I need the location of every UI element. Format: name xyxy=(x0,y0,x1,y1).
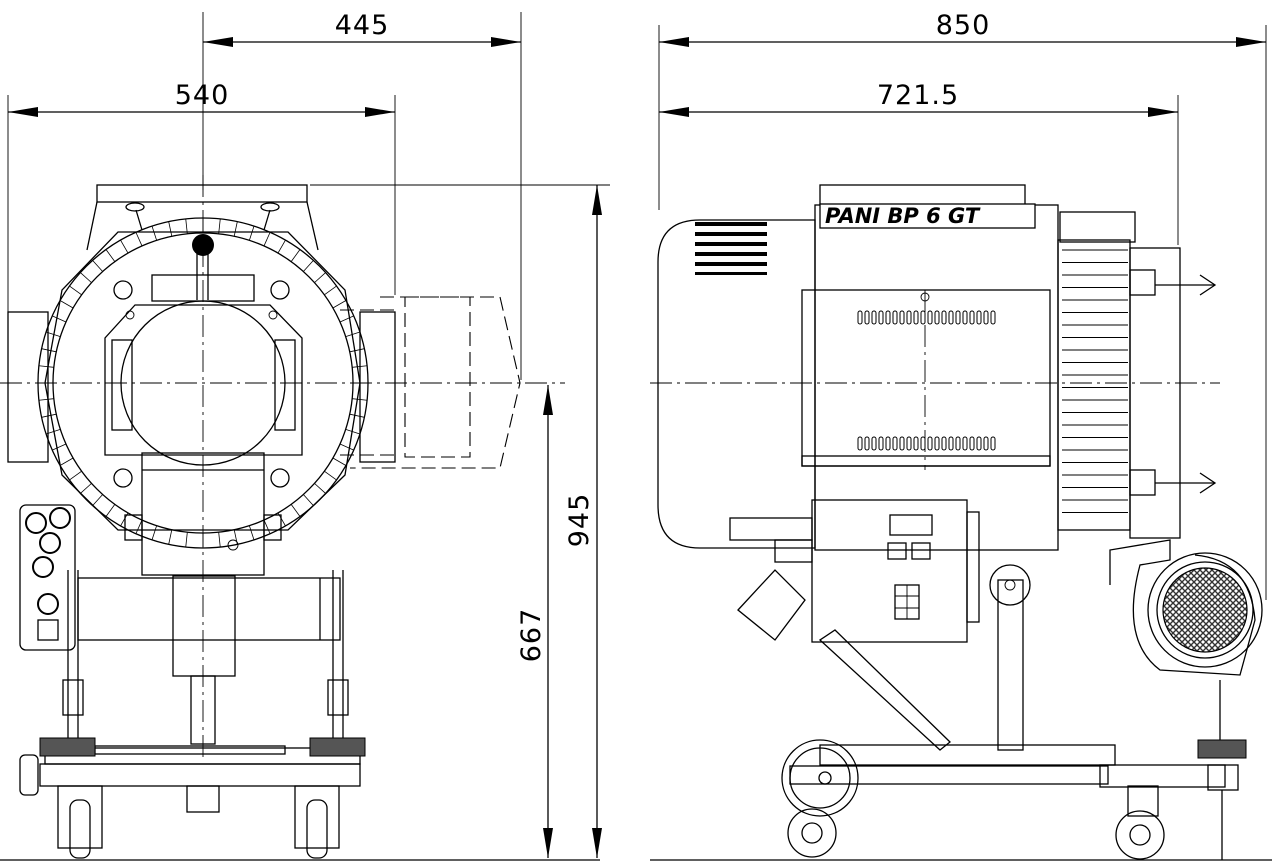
dimension-667: 667 xyxy=(516,385,553,858)
dimension-540: 540 xyxy=(7,80,396,320)
dimension-721-5: 721.5 xyxy=(659,80,1179,245)
blower-grille xyxy=(1162,567,1248,653)
dimension-850: 850 xyxy=(658,10,1267,600)
dimension-445: 445 xyxy=(202,10,522,380)
vent-row-bottom xyxy=(857,436,996,451)
dimension-label-850: 850 xyxy=(936,10,991,41)
side-view: PANI BP 6 GT xyxy=(650,184,1272,861)
dimension-label-667: 667 xyxy=(516,608,547,663)
rear-vent-slots xyxy=(695,222,767,275)
front-view xyxy=(0,175,600,861)
dimension-label-540: 540 xyxy=(175,80,230,111)
vent-row-top xyxy=(857,310,996,325)
cooling-fins xyxy=(1062,249,1128,513)
dimension-945: 945 xyxy=(310,184,610,858)
scale-ticks xyxy=(38,218,368,548)
brand-label: PANI BP 6 GT xyxy=(825,204,981,228)
brand-plate xyxy=(819,203,1036,229)
dimension-label-721-5: 721.5 xyxy=(877,80,959,111)
dimension-label-945: 945 xyxy=(564,493,595,548)
dimension-label-445: 445 xyxy=(335,10,390,41)
